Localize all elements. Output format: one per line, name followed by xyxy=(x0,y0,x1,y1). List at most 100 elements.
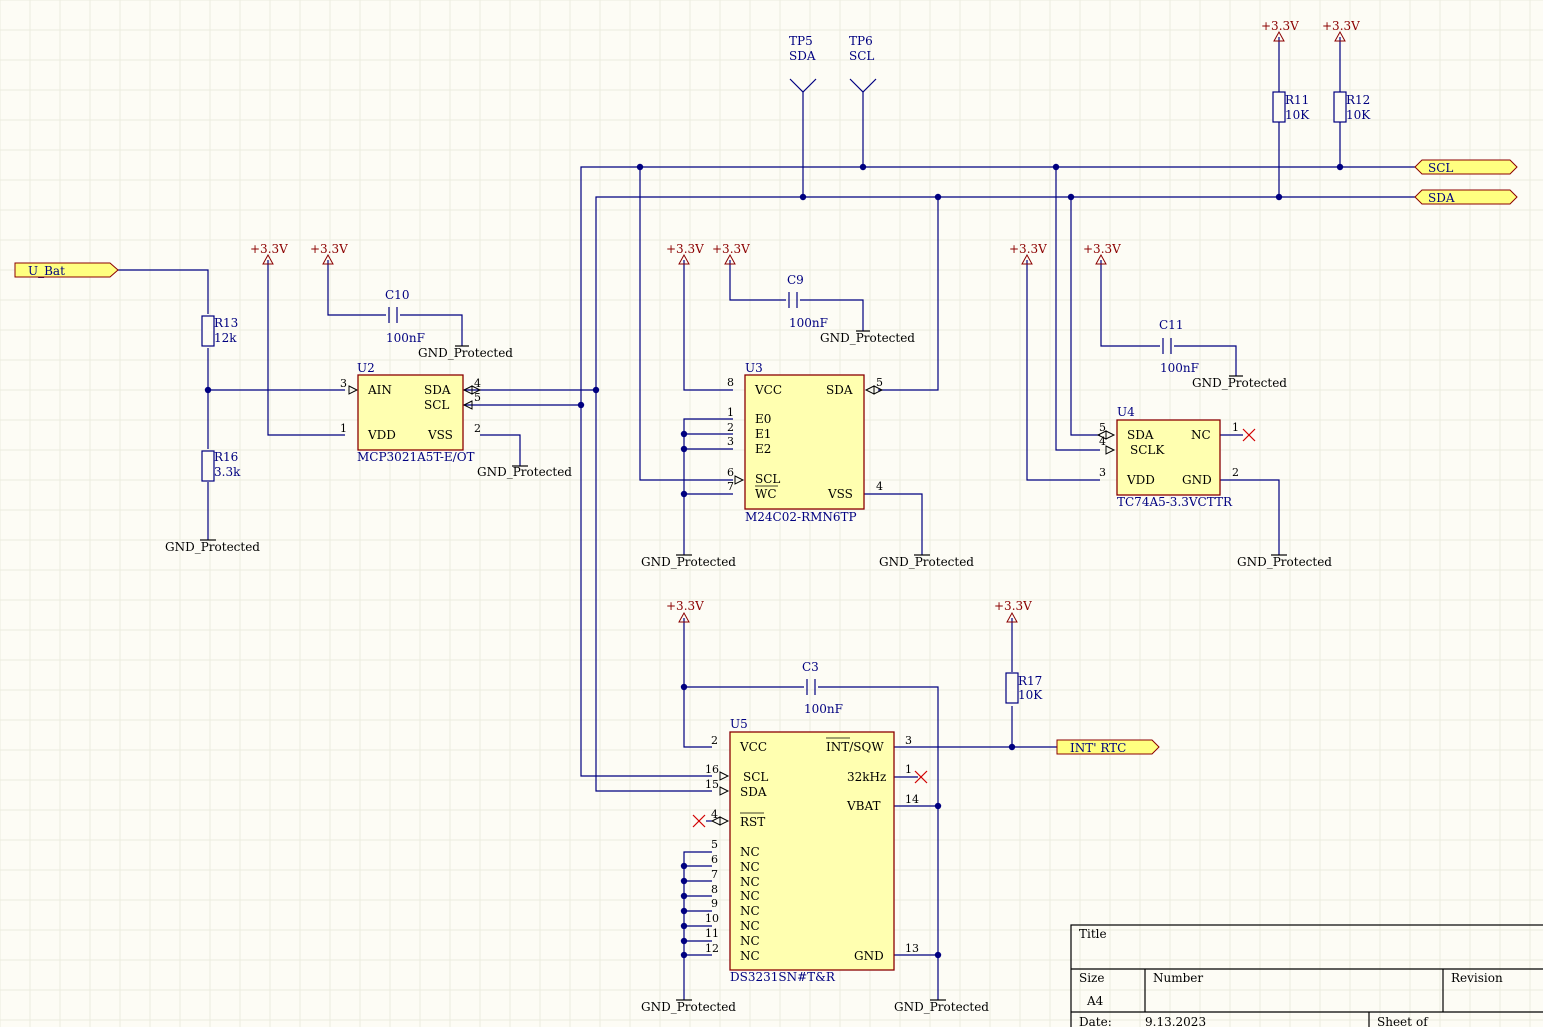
svg-text:+3.3V: +3.3V xyxy=(1261,19,1299,33)
svg-text:E1: E1 xyxy=(755,427,771,441)
svg-text:SDA: SDA xyxy=(789,49,816,63)
svg-text:R11: R11 xyxy=(1285,93,1309,107)
ground-label: GND_Protected xyxy=(1192,376,1287,390)
port-int-rtc: INT' RTC xyxy=(1056,739,1160,755)
svg-text:3: 3 xyxy=(905,734,912,747)
junction xyxy=(680,877,688,885)
date-value: 9.13.2023 xyxy=(1145,1015,1206,1027)
ground-label: GND_Protected xyxy=(1237,555,1332,569)
junction xyxy=(934,951,942,959)
svg-text:C11: C11 xyxy=(1159,318,1183,332)
svg-text:11: 11 xyxy=(705,927,719,940)
svg-text:5: 5 xyxy=(711,838,718,851)
junction xyxy=(680,951,688,959)
svg-text:12k: 12k xyxy=(214,331,237,345)
junction xyxy=(680,907,688,915)
svg-text:SDA: SDA xyxy=(826,383,853,397)
svg-text:16: 16 xyxy=(705,763,719,776)
svg-text:NC: NC xyxy=(740,919,760,933)
svg-text:10K: 10K xyxy=(1018,688,1043,702)
power-symbol: +3.3V xyxy=(1083,242,1121,265)
i2c-bus xyxy=(463,37,1415,792)
svg-text:8: 8 xyxy=(711,883,718,896)
svg-text:E2: E2 xyxy=(755,442,771,456)
svg-text:NC: NC xyxy=(740,949,760,963)
power-symbol: +3.3V xyxy=(310,242,348,265)
date-label: Date: xyxy=(1079,1015,1112,1027)
ground-label: GND_Protected xyxy=(820,331,915,345)
junction xyxy=(680,937,688,945)
svg-text:TP5: TP5 xyxy=(789,34,813,48)
svg-text:C9: C9 xyxy=(787,273,804,287)
svg-text:15: 15 xyxy=(705,778,719,791)
svg-text:SCL: SCL xyxy=(743,770,768,784)
svg-text:U2: U2 xyxy=(357,361,375,375)
svg-text:+3.3V: +3.3V xyxy=(1009,242,1047,256)
svg-text:4: 4 xyxy=(876,480,883,493)
svg-text:1: 1 xyxy=(905,763,912,776)
svg-text:NC: NC xyxy=(740,934,760,948)
svg-text:INT' RTC: INT' RTC xyxy=(1070,741,1126,755)
svg-text:2: 2 xyxy=(1232,466,1239,479)
junctions xyxy=(204,163,1344,959)
svg-text:SDA: SDA xyxy=(740,785,767,799)
svg-text:7: 7 xyxy=(727,480,734,493)
svg-text:5: 5 xyxy=(876,376,883,389)
sheet-label: Sheet xyxy=(1377,1015,1412,1027)
svg-text:1: 1 xyxy=(727,406,734,419)
capacitor-c9: C9 100nF xyxy=(787,273,828,330)
svg-text:NC: NC xyxy=(740,860,760,874)
svg-text:SCL: SCL xyxy=(755,472,780,486)
power-symbol: +3.3V xyxy=(1009,242,1047,265)
svg-text:NC: NC xyxy=(1191,428,1211,442)
svg-text:+3.3V: +3.3V xyxy=(250,242,288,256)
svg-text:1: 1 xyxy=(340,422,347,435)
ground-label: GND_Protected xyxy=(418,346,513,360)
svg-text:12: 12 xyxy=(705,942,719,955)
ground-label: GND_Protected xyxy=(894,1000,989,1014)
svg-text:2: 2 xyxy=(711,734,718,747)
svg-text:+3.3V: +3.3V xyxy=(666,599,704,613)
svg-text:SDA: SDA xyxy=(1428,191,1455,205)
svg-text:9: 9 xyxy=(711,897,718,910)
junction xyxy=(934,802,942,810)
svg-text:AIN: AIN xyxy=(367,383,392,397)
power-symbol: +3.3V xyxy=(712,242,750,265)
svg-text:R17: R17 xyxy=(1018,674,1042,688)
svg-text:2: 2 xyxy=(727,421,734,434)
resistor-r16: R16 3.3k xyxy=(201,450,241,482)
svg-text:VCC: VCC xyxy=(754,383,782,397)
junction xyxy=(577,401,585,409)
svg-text:4: 4 xyxy=(1099,435,1106,448)
svg-text:100nF: 100nF xyxy=(386,331,425,345)
number-label: Number xyxy=(1153,971,1203,985)
svg-text:7: 7 xyxy=(711,868,718,881)
svg-text:C10: C10 xyxy=(385,288,409,302)
power-symbol: +3.3V xyxy=(1322,19,1360,42)
svg-text:R13: R13 xyxy=(214,316,238,330)
ground-labels: GND_Protected GND_Protected GND_Protecte… xyxy=(165,331,1332,1014)
svg-text:VCC: VCC xyxy=(739,740,767,754)
svg-text:U4: U4 xyxy=(1117,405,1135,419)
svg-text:SCL: SCL xyxy=(424,398,449,412)
svg-text:5: 5 xyxy=(1099,421,1106,434)
ground-label: GND_Protected xyxy=(641,1000,736,1014)
power-symbol: +3.3V xyxy=(1261,19,1299,42)
battery-divider xyxy=(118,260,528,541)
resistor-r12: R12 10K xyxy=(1333,91,1371,123)
testpoint-tp6: TP6 SCL xyxy=(849,34,874,63)
svg-text:SCLK: SCLK xyxy=(1130,443,1165,457)
svg-text:GND: GND xyxy=(1182,473,1212,487)
svg-text:U5: U5 xyxy=(730,717,748,731)
svg-text:MCP3021A5T-E/OT: MCP3021A5T-E/OT xyxy=(357,450,475,464)
svg-text:C3: C3 xyxy=(802,660,819,674)
junction xyxy=(680,862,688,870)
junction xyxy=(592,386,600,394)
no-connect-markers xyxy=(692,428,1256,828)
power-symbols: +3.3V +3.3V +3.3V +3.3V +3.3V +3.3V +3.3… xyxy=(250,19,1360,623)
svg-text:U_Bat: U_Bat xyxy=(28,264,65,278)
svg-text:13: 13 xyxy=(905,942,919,955)
capacitor-c11: C11 100nF xyxy=(1159,318,1199,375)
junction xyxy=(1067,193,1075,201)
